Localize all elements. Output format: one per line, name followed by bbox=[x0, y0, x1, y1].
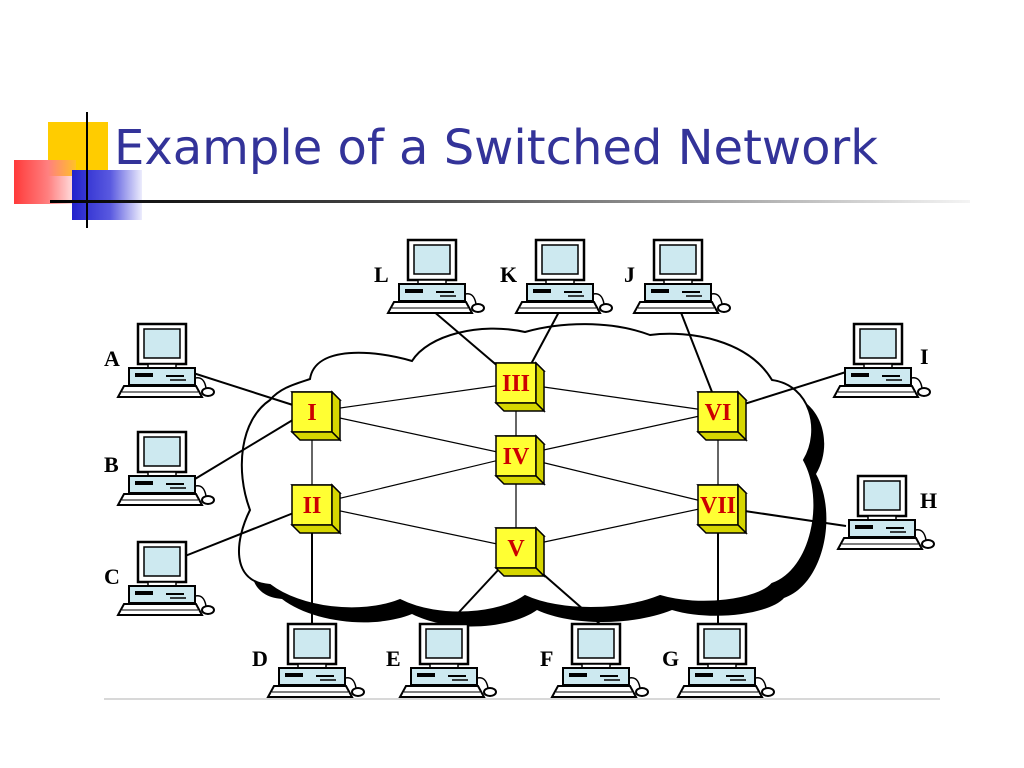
computer-icon bbox=[632, 238, 732, 315]
node-label-D: D bbox=[252, 646, 268, 671]
node-label-B: B bbox=[104, 452, 119, 477]
switch-I: I bbox=[291, 391, 341, 441]
computer-B: B bbox=[104, 430, 216, 507]
node-label-G: G bbox=[662, 646, 679, 671]
switch-label-VI: VI bbox=[705, 400, 732, 426]
link-II-V bbox=[311, 504, 517, 549]
decor-red-square bbox=[14, 160, 76, 204]
switch-label-I: I bbox=[307, 400, 316, 426]
computer-H: H bbox=[836, 474, 937, 551]
switch-label-IV: IV bbox=[503, 444, 530, 470]
computer-E: E bbox=[386, 622, 498, 699]
access-C-II bbox=[179, 511, 297, 559]
node-label-K: K bbox=[500, 262, 517, 287]
switch-VI: VI bbox=[697, 391, 747, 441]
computer-icon bbox=[398, 622, 498, 699]
node-label-H: H bbox=[920, 488, 937, 513]
computer-A: A bbox=[104, 322, 216, 399]
access-A-I bbox=[189, 371, 297, 407]
node-label-C: C bbox=[104, 564, 120, 589]
computer-icon bbox=[514, 238, 614, 315]
link-III-VI bbox=[515, 382, 719, 413]
access-E-V bbox=[447, 567, 501, 625]
computer-I: I bbox=[832, 322, 932, 399]
switch-label-VII: VII bbox=[700, 493, 736, 519]
computer-icon bbox=[266, 622, 366, 699]
decor-vertical-line bbox=[86, 112, 88, 228]
link-IV-VI bbox=[515, 411, 719, 457]
computer-G: G bbox=[662, 622, 776, 699]
access-B-I bbox=[189, 417, 297, 483]
computer-D: D bbox=[252, 622, 366, 699]
access-F-V bbox=[535, 567, 601, 625]
access-H-VII bbox=[737, 509, 847, 527]
link-I-III bbox=[311, 382, 517, 413]
node-label-A: A bbox=[104, 346, 120, 371]
switch-label-III: III bbox=[502, 371, 530, 397]
computer-J: J bbox=[624, 238, 732, 315]
computer-icon bbox=[386, 238, 486, 315]
computer-icon bbox=[676, 622, 776, 699]
computer-icon bbox=[116, 430, 216, 507]
computer-icon bbox=[832, 322, 932, 399]
computer-K: K bbox=[500, 238, 614, 315]
node-label-I: I bbox=[920, 344, 929, 369]
node-label-L: L bbox=[374, 262, 389, 287]
node-label-F: F bbox=[540, 646, 553, 671]
link-IV-VII bbox=[515, 455, 719, 506]
slide-title: Example of a Switched Network bbox=[114, 120, 879, 176]
computer-icon bbox=[550, 622, 650, 699]
node-label-E: E bbox=[386, 646, 401, 671]
decor-blue-square bbox=[72, 170, 142, 220]
computer-F: F bbox=[540, 622, 650, 699]
link-I-IV bbox=[311, 411, 517, 457]
computer-C: C bbox=[104, 540, 216, 617]
computer-icon bbox=[116, 540, 216, 617]
access-links bbox=[179, 309, 847, 625]
title-underline bbox=[50, 200, 970, 203]
link-II-IV bbox=[311, 455, 517, 506]
access-K-III bbox=[529, 309, 561, 367]
computer-icon bbox=[116, 322, 216, 399]
switch-VII: VII bbox=[697, 484, 747, 534]
access-L-III bbox=[431, 309, 501, 369]
switch-label-II: II bbox=[303, 493, 322, 519]
computer-L: L bbox=[374, 238, 486, 315]
link-V-VII bbox=[515, 504, 719, 549]
access-J-VI bbox=[679, 309, 713, 393]
switch-IV: IV bbox=[495, 435, 545, 485]
access-I-VI bbox=[737, 371, 847, 407]
switch-label-V: V bbox=[507, 536, 525, 562]
switch-V: V bbox=[495, 527, 545, 577]
switch-III: III bbox=[495, 362, 545, 412]
switch-II: II bbox=[291, 484, 341, 534]
node-label-J: J bbox=[624, 262, 635, 287]
